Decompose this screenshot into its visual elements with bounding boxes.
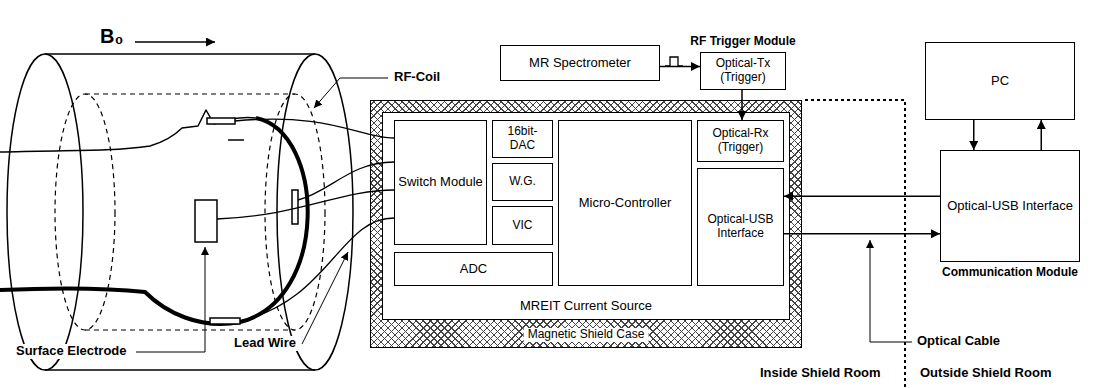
box-heading: Communication Module bbox=[871, 266, 1107, 280]
leader-line bbox=[136, 247, 205, 352]
controller-box: Micro-Controller bbox=[558, 120, 692, 286]
box-heading: MREIT Current Source bbox=[516, 299, 656, 314]
signal-arrow bbox=[784, 195, 940, 197]
signal-arrow bbox=[784, 233, 940, 235]
box-label: ADC bbox=[460, 262, 487, 277]
part-label: Optical Cable bbox=[915, 334, 1002, 349]
part-label: RF-Coil bbox=[392, 70, 442, 85]
switch-box: Switch Module bbox=[394, 120, 487, 245]
box-heading: Magnetic Shield Case bbox=[524, 328, 649, 342]
magnet-bore bbox=[7, 54, 353, 370]
shield-case: Switch Module 16bit-DAC W.G. VIC ADC Micro-Co… bbox=[370, 100, 802, 348]
surface-electrode bbox=[210, 318, 240, 324]
leader-line bbox=[136, 78, 912, 352]
signal-arrow bbox=[660, 66, 700, 68]
dac-box: 16bit-DAC bbox=[492, 120, 553, 158]
head-outline bbox=[0, 110, 256, 152]
surface-electrode bbox=[207, 118, 235, 124]
box-heading: RF Trigger Module bbox=[631, 35, 855, 49]
lead-wire bbox=[240, 218, 394, 321]
signal-arrow bbox=[973, 120, 975, 150]
leader-line bbox=[302, 252, 348, 344]
region-label: Outside Shield Room bbox=[918, 366, 1053, 381]
usb-interface-box: Optical-USB Interface bbox=[697, 168, 784, 286]
current-source-box: Switch Module 16bit-DAC W.G. VIC ADC Micro-Co… bbox=[382, 112, 790, 320]
spectrometer-box: MR Spectrometer bbox=[500, 45, 660, 81]
surface-electrode bbox=[292, 190, 298, 224]
trigger-tx-box: RF Trigger ModuleOptical-Tx (Trigger) bbox=[700, 52, 786, 90]
rf-coil bbox=[85, 93, 295, 94]
surface-electrode bbox=[195, 118, 298, 324]
box-label: Optical-USB Interface bbox=[701, 213, 780, 241]
box-label: W.G. bbox=[509, 175, 536, 189]
leader-line bbox=[314, 78, 388, 108]
rf-coil bbox=[55, 94, 115, 330]
vic-box: VIC bbox=[492, 206, 553, 245]
box-label: PC bbox=[991, 74, 1009, 89]
trigger-pulse bbox=[665, 57, 683, 66]
lead-wire bbox=[235, 119, 394, 138]
surface-electrode bbox=[195, 200, 217, 242]
rf-coil bbox=[265, 94, 325, 330]
trigger-rx-box: Optical-Rx (Trigger) bbox=[697, 120, 784, 162]
head-outline bbox=[228, 139, 244, 141]
b0-arrow bbox=[135, 42, 215, 43]
region-label: Inside Shield Room bbox=[758, 366, 883, 381]
box-label: Optical-Rx (Trigger) bbox=[701, 127, 780, 155]
shield-room-boundary bbox=[805, 100, 905, 388]
shield-room-boundary bbox=[805, 100, 905, 388]
part-label: Lead Wire bbox=[232, 336, 298, 351]
box-label: 16bit-DAC bbox=[496, 125, 549, 153]
magnet-bore bbox=[45, 369, 315, 371]
magnet-bore bbox=[45, 53, 315, 55]
box-label: MR Spectrometer bbox=[529, 56, 631, 71]
head-outline bbox=[0, 110, 308, 324]
part-label: Surface Electrode bbox=[14, 344, 129, 359]
box-label: Optical-USB Interface bbox=[947, 199, 1073, 214]
communication-box: Optical-USB InterfaceCommunication Modul… bbox=[940, 150, 1080, 262]
box-label: Optical-Tx (Trigger) bbox=[704, 57, 782, 85]
rf-coil bbox=[85, 329, 295, 330]
trigger-pulse bbox=[665, 57, 683, 66]
axis-label: B₀ bbox=[98, 25, 125, 48]
box-label: Micro-Controller bbox=[579, 196, 671, 211]
adc-box: ADC bbox=[394, 252, 553, 286]
box-label: Switch Module bbox=[398, 175, 483, 190]
waveform-box: W.G. bbox=[492, 163, 553, 201]
magnet-bore bbox=[7, 54, 83, 370]
magnet-bore bbox=[277, 54, 353, 370]
lead-wire bbox=[298, 162, 394, 200]
box-label: VIC bbox=[512, 219, 532, 233]
signal-arrow bbox=[741, 90, 743, 120]
b0-arrow bbox=[135, 41, 215, 43]
pc-box: PC bbox=[925, 42, 1075, 120]
signal-arrow bbox=[1041, 120, 1043, 150]
lead-wire bbox=[217, 119, 394, 321]
lead-wire bbox=[217, 190, 394, 219]
head-outline bbox=[0, 118, 308, 324]
